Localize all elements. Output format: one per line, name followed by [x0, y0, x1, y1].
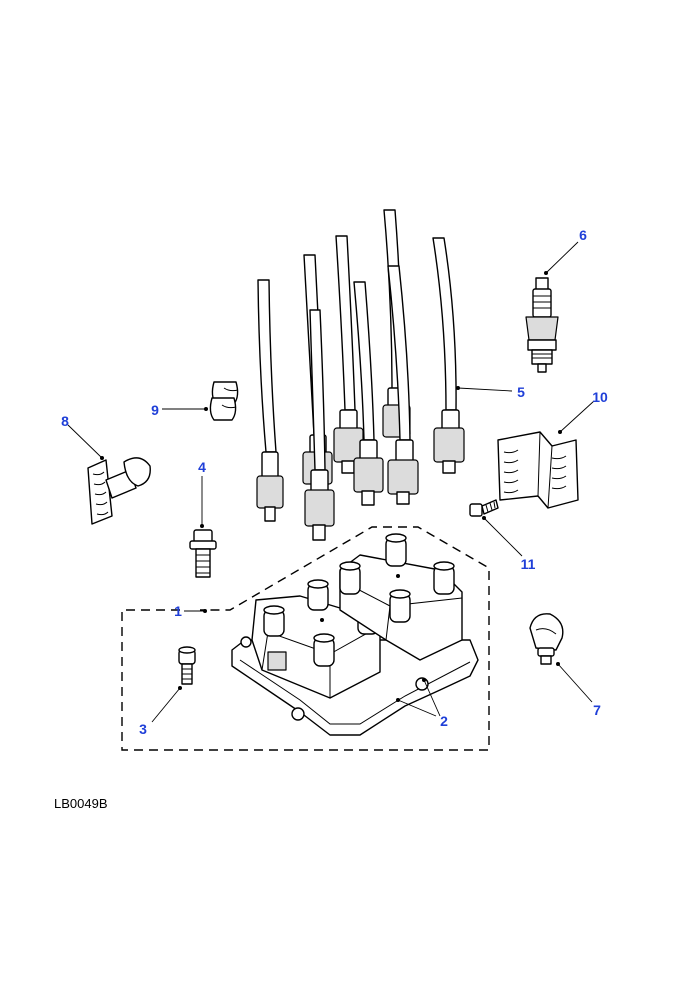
leader-lines — [67, 241, 595, 723]
callout-8[interactable]: 8 — [61, 413, 69, 429]
bolt-flanged — [189, 529, 217, 578]
callout-6[interactable]: 6 — [579, 227, 587, 243]
callout-9[interactable]: 9 — [151, 402, 159, 418]
leader-11 — [483, 517, 523, 557]
leader-8 — [67, 424, 103, 459]
callout-7[interactable]: 7 — [593, 702, 601, 718]
lead-separator-right — [497, 431, 579, 509]
sensor — [529, 613, 564, 665]
callout-5[interactable]: 5 — [517, 384, 525, 400]
leader-2a — [397, 699, 437, 717]
bolt-socket-head — [178, 646, 196, 685]
diagram-reference-code: LB0049B — [54, 796, 108, 811]
screw-small — [469, 499, 499, 517]
leader-10 — [559, 400, 595, 433]
callout-4[interactable]: 4 — [198, 459, 206, 475]
leader-3 — [151, 687, 181, 723]
callout-11[interactable]: 11 — [521, 556, 536, 572]
leader-6 — [545, 241, 579, 274]
ignition-coil-pack — [231, 533, 479, 736]
callout-3[interactable]: 3 — [139, 721, 147, 737]
ignition-lead-set — [256, 209, 465, 541]
callout-10[interactable]: 10 — [592, 389, 608, 405]
leader-2b — [423, 679, 441, 717]
leader-7 — [557, 663, 593, 703]
lead-clip-small — [209, 381, 239, 421]
callout-2[interactable]: 2 — [440, 713, 448, 729]
lead-separator-left — [87, 457, 151, 525]
leader-5 — [457, 387, 513, 392]
callout-1[interactable]: 1 — [174, 603, 182, 619]
spark-plug — [525, 277, 559, 373]
